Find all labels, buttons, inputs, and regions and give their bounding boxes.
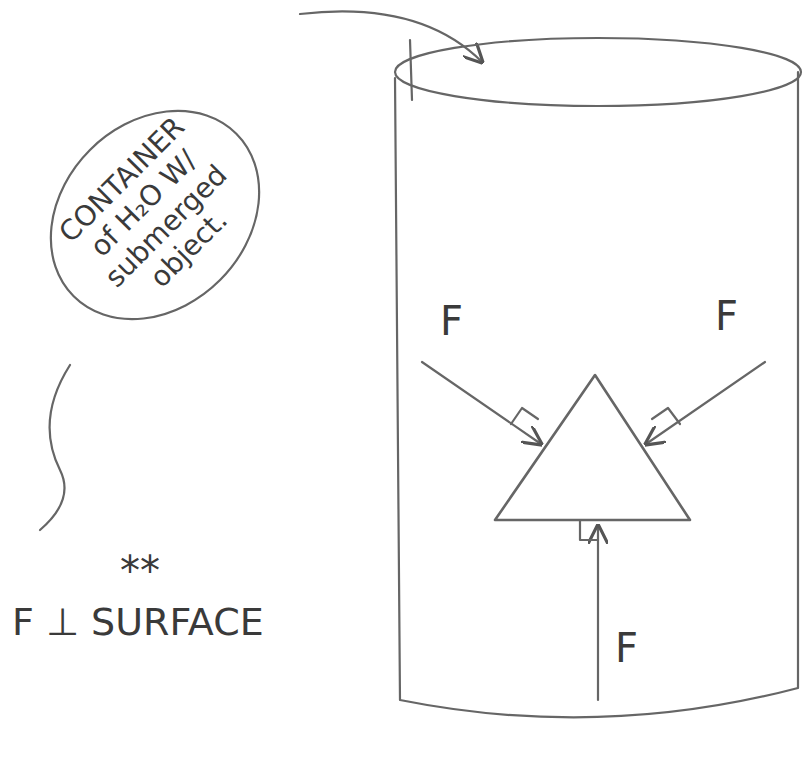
submerged-triangle [495,375,690,520]
bubble-tail [40,365,70,530]
force-arrow [422,362,541,444]
pointer-arrow [300,11,482,62]
force-arrow [646,362,765,444]
text-holder: CONTAINER of H₂O W/ submerged object. [53,113,257,317]
right-angle-mark [580,521,598,540]
force-label: F [440,298,463,344]
note-mark: ** [120,548,160,594]
note-text: F ⊥ SURFACE [12,600,264,644]
container-rim [395,38,801,106]
container-wall [395,72,798,717]
right-angle-mark [511,408,538,424]
speech-bubble: CONTAINER of H₂O W/ submerged object. [6,66,304,364]
force-label: F [715,293,738,339]
right-angle-mark [652,408,680,424]
bubble-text: CONTAINER of H₂O W/ submerged object. [53,113,257,317]
force-label: F [615,625,638,671]
force-arrow [597,526,599,700]
container-mark [410,40,412,100]
